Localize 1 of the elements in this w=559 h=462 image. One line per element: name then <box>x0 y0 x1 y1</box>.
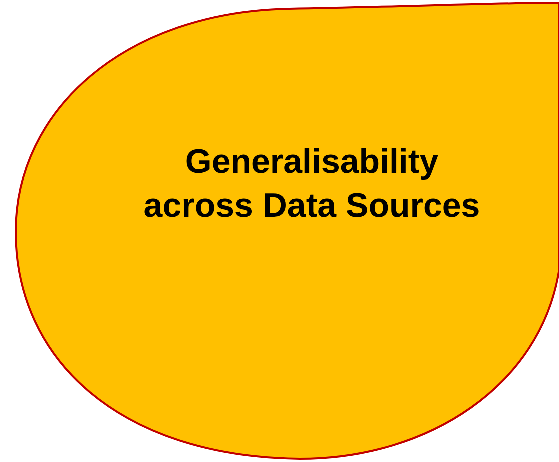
shape-label: Generalisability across Data Sources <box>142 142 482 228</box>
